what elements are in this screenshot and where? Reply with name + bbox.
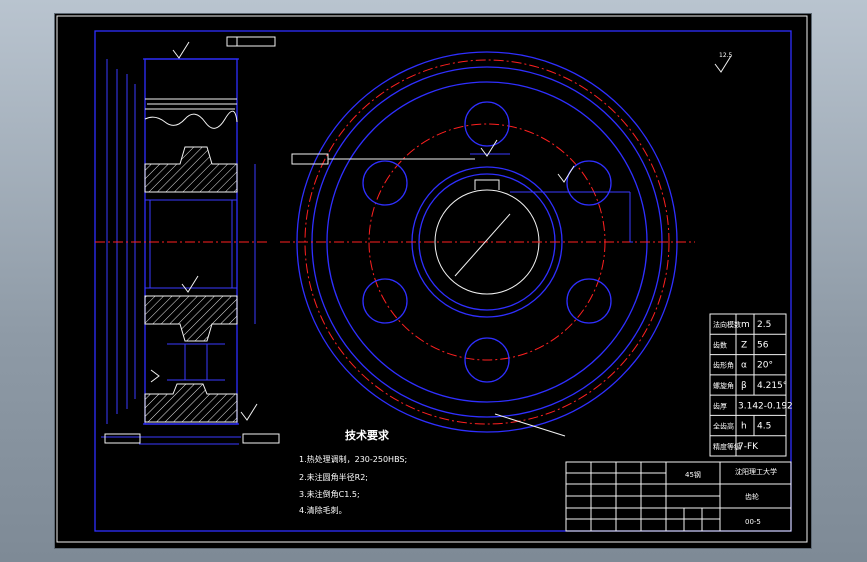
param-value: 7-FK: [738, 442, 759, 452]
param-value: 2.5: [757, 320, 771, 330]
hole-left-top: [362, 160, 408, 206]
hole-left-bottom: [362, 278, 408, 324]
param-label: 齿形角: [713, 361, 734, 370]
param-symbol: m: [741, 320, 750, 330]
param-symbol: h: [741, 422, 747, 432]
note-1: 1.热处理调制，230-250HBS;: [299, 454, 407, 464]
hole-bottom: [464, 337, 510, 383]
param-symbol: β: [741, 381, 747, 391]
note-2: 2.未注圆角半径R2;: [299, 472, 368, 482]
param-symbol: Z: [741, 340, 747, 350]
param-label: 法向模数: [713, 320, 741, 329]
hole-right-bottom: [566, 278, 612, 324]
notes-title: 技术要求: [345, 428, 390, 442]
front-view: [280, 51, 695, 437]
param-value: 56: [757, 340, 769, 350]
university: 沈阳理工大学: [735, 467, 777, 476]
lower-hub-hatch: [144, 295, 238, 342]
general-roughness-value: 12.5: [719, 52, 733, 59]
param-label: 精度等级: [713, 442, 741, 451]
technical-notes: 技术要求 1.热处理调制，230-250HBS; 2.未注圆角半径R2; 3.未…: [299, 428, 407, 515]
drawing-number: 00-5: [745, 518, 761, 526]
param-value: 4.5: [757, 422, 771, 432]
param-label: 螺旋角: [713, 381, 734, 390]
bottom-hatch: [144, 383, 238, 423]
material: 45钢: [685, 470, 701, 479]
title-block: 45钢 沈阳理工大学 齿轮 00-5: [565, 461, 792, 532]
param-label: 全齿高: [713, 422, 734, 431]
hole-top: [464, 101, 510, 147]
param-label: 齿厚: [713, 402, 727, 410]
param-label: 齿数: [713, 340, 727, 349]
upper-hub-hatch: [144, 146, 238, 193]
note-4: 4.清除毛刺。: [299, 505, 347, 515]
param-value: 20°: [757, 361, 773, 371]
hole-right-top: [566, 160, 612, 206]
sheet-outer-border: [56, 15, 808, 543]
general-roughness: 12.5: [714, 52, 733, 73]
part-name: 齿轮: [745, 492, 759, 501]
note-3: 3.未注倒角C1.5;: [299, 489, 360, 499]
param-value: 3.142-0.192: [738, 401, 793, 411]
param-symbol: α: [741, 361, 747, 371]
param-value: 4.215°: [757, 381, 787, 391]
section-view: [95, 36, 280, 445]
drawing-frame: [94, 30, 792, 532]
